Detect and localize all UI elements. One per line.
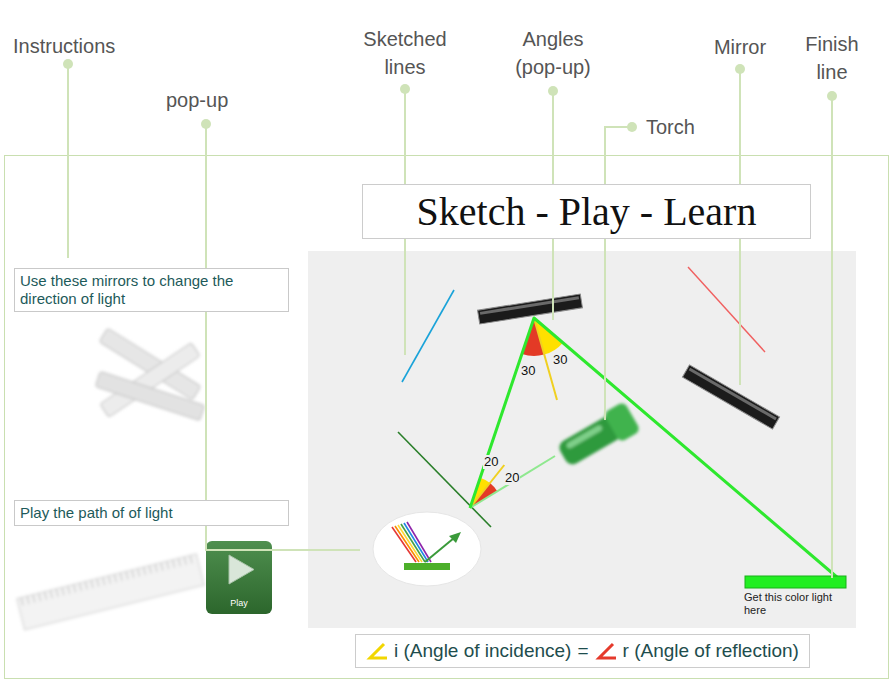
instruction-text: Play the path of of light [20,504,173,521]
torch-beam [470,456,555,508]
button-text: Play [230,598,248,608]
angle-value: 20 [483,455,499,469]
leader-line [206,124,360,550]
ray-orange [395,526,419,562]
ray-green [401,524,425,562]
leader-line [831,96,833,578]
callout-label: pop-up [166,86,228,114]
play-triangle [229,555,254,584]
angle-mark [599,644,616,658]
sketched-line [688,267,765,352]
callout-label: Torch [646,113,695,141]
sketched-line [402,290,454,382]
ray-blue [404,523,428,562]
mirror-body [682,365,779,429]
leader-dot [400,84,410,94]
ray-yellow [398,525,422,562]
mirror [478,294,583,324]
ruler [17,554,204,630]
ruler-ticks [22,559,195,602]
torch-shine [566,424,604,449]
leader-dot [548,86,558,96]
icon-arrowhead [449,532,461,543]
play-button [206,541,272,614]
leader-line [67,64,69,258]
callout-label: Finish line [792,30,872,86]
leader-dot [63,59,73,69]
rule-text: r (Angle of reflection) [623,639,799,663]
callout-label: Sketched lines [350,25,460,81]
mirror-piece [95,371,205,420]
normal-line [470,465,504,508]
icon-mirror [404,563,450,570]
leader-dots [63,59,837,132]
light-path [470,318,838,578]
finish-bar [745,576,846,588]
leader-dot [627,122,637,132]
callout-label: Mirror [695,33,785,61]
angle-rule-box: i (Angle of incidence)= r (Angle of refle… [355,634,810,668]
instruction-box: Use these mirrors to change the directio… [14,268,289,312]
mirror-shine [480,296,579,315]
mirror-body [478,294,583,324]
rule-text: i (Angle of incidence) [394,639,571,663]
instruction-box: Play the path of of light [14,500,289,526]
finish-note: Get this color light here [744,591,852,617]
mirror-pile [95,328,205,421]
rule-text: = [577,639,588,663]
leader-dot [735,64,745,74]
callout-label: Angles (pop-up) [498,25,608,81]
title-box: Sketch - Play - Learn [362,184,811,239]
angle-value: 20 [504,471,520,485]
title-text: Sketch - Play - Learn [417,188,757,235]
ruler-body [17,554,204,630]
angle-value: 30 [520,364,536,378]
angle-symbol [366,641,388,661]
leader-dot [201,119,211,129]
play-button-label: Play [206,541,272,614]
leader-dot [827,91,837,101]
sketched-line [398,432,491,527]
icon-arrow [425,538,454,562]
callout-label: Instructions [13,32,115,60]
angle-value: 30 [552,353,568,367]
torch-head [603,401,641,442]
outer-frame [5,156,889,679]
reflection-icon [392,522,461,570]
angle-symbol [595,641,617,661]
photo-ground [308,251,856,628]
angle-mark [370,644,387,658]
popup-bubble [373,512,481,586]
ray-violet [407,522,431,562]
leader-line [605,127,632,420]
instruction-text: Use these mirrors to change the directio… [20,272,233,307]
mirror-shine [689,368,777,421]
torch [555,401,641,470]
mirror [682,365,779,429]
